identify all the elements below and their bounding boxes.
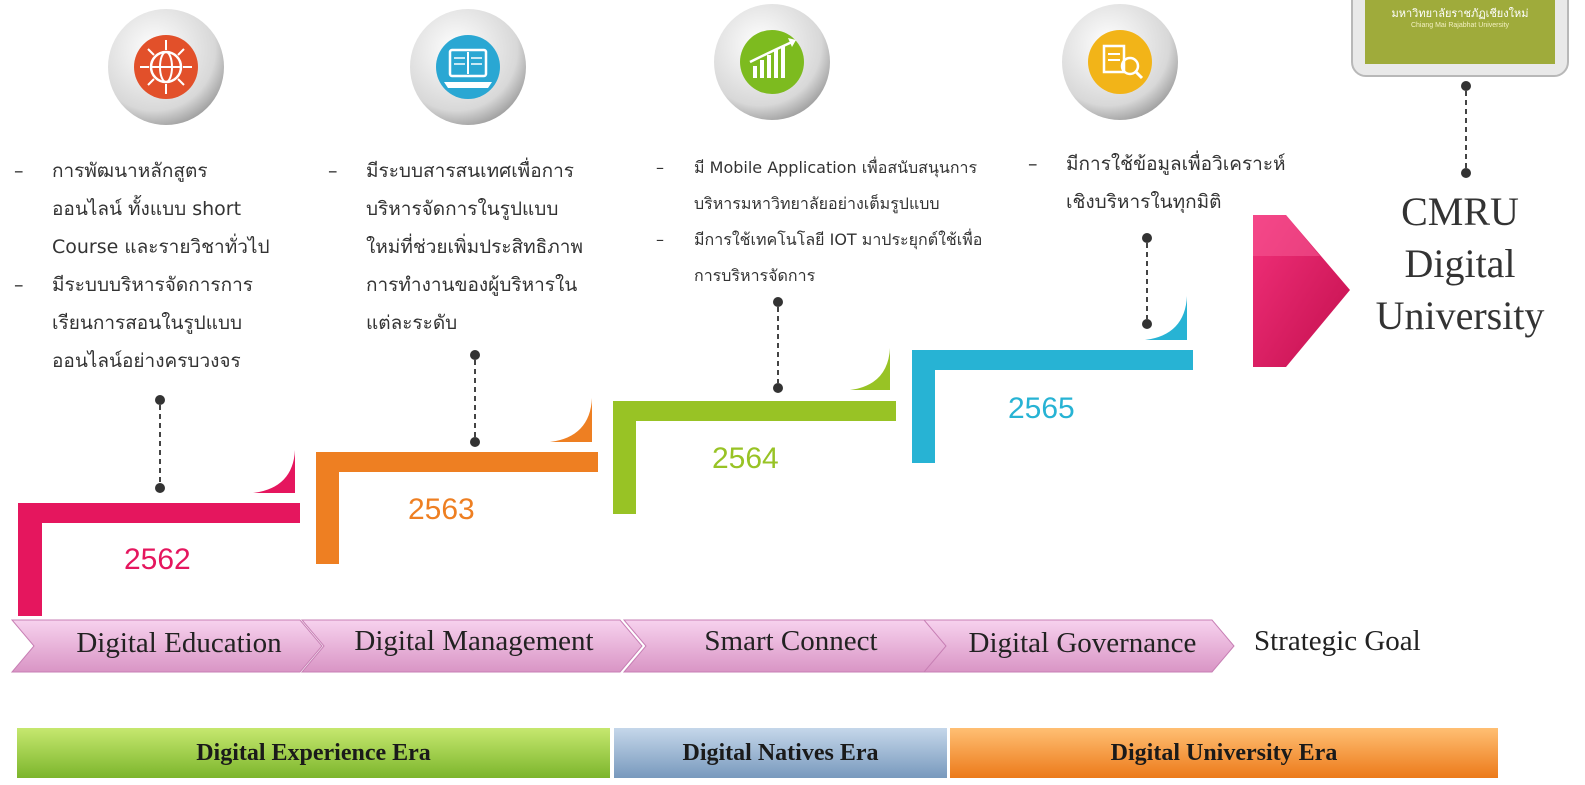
goal-digital-management: Digital Management <box>354 625 594 657</box>
era-bar-1 <box>614 728 947 778</box>
year-2563: 2563 <box>408 493 475 526</box>
point: –มีระบบบริหารจัดการการ <box>14 274 253 296</box>
step-2565 <box>912 296 1193 463</box>
era-digital-experience: Digital Experience Era <box>196 739 431 766</box>
step-2564 <box>613 348 896 514</box>
connector-2564 <box>773 297 783 393</box>
stage-2565-text: –มีการใช้ข้อมูลเพื่อวิเคราะห์ เชิงบริหาร… <box>1020 145 1320 221</box>
logo-subtext: Chiang Mai Rajabhat University <box>1410 22 1510 29</box>
year-2565: 2565 <box>1008 392 1075 425</box>
cmru-title: CMRU Digital University <box>1375 189 1545 338</box>
goal-chevrons <box>10 619 1235 673</box>
point: –มีการใช้เทคโนโลยี IOT มาประยุกต์ใช้เพื่… <box>656 230 983 249</box>
point: –มีระบบสารสนเทศเพื่อการ <box>328 160 574 182</box>
era-bar-2 <box>950 728 1498 778</box>
point: –มี Mobile Application เพื่อสนับสนุนการ <box>656 158 978 177</box>
point: –มีการใช้ข้อมูลเพื่อวิเคราะห์ <box>1028 153 1286 175</box>
strategic-goal-label: Strategic Goal <box>1254 625 1421 657</box>
cmru-logo <box>1351 0 1569 77</box>
globe-network-icon <box>108 9 224 125</box>
connector-2562 <box>155 395 165 493</box>
era-bar-0 <box>17 728 610 778</box>
logo-text: มหาวิทยาลัยราชภัฏเชียงใหม่ <box>1391 7 1529 20</box>
goal-smart-connect: Smart Connect <box>704 625 878 657</box>
data-analysis-icon <box>1062 4 1178 120</box>
connector-2565 <box>1142 233 1152 329</box>
year-2562: 2562 <box>124 543 191 576</box>
growth-chart-icon <box>714 4 830 120</box>
laptop-icon <box>410 9 526 125</box>
stage-2563-text: –มีระบบสารสนเทศเพื่อการ บริหารจัดการในรู… <box>320 152 620 342</box>
era-digital-natives: Digital Natives Era <box>682 739 879 766</box>
step-2562 <box>18 450 300 616</box>
step-2563 <box>316 398 598 564</box>
connector-2563 <box>470 350 480 447</box>
point: –การพัฒนาหลักสูตร <box>14 160 208 182</box>
goal-digital-governance: Digital Governance <box>968 627 1197 659</box>
connector-logo <box>1461 81 1471 178</box>
stage-2562-text: –การพัฒนาหลักสูตร ออนไลน์ ทั้งแบบ short … <box>6 152 306 380</box>
stage-2564-text: –มี Mobile Application เพื่อสนับสนุนการ … <box>648 150 1048 294</box>
goal-digital-education: Digital Education <box>76 627 282 659</box>
year-2564: 2564 <box>712 442 779 475</box>
era-digital-university: Digital University Era <box>1110 739 1338 766</box>
